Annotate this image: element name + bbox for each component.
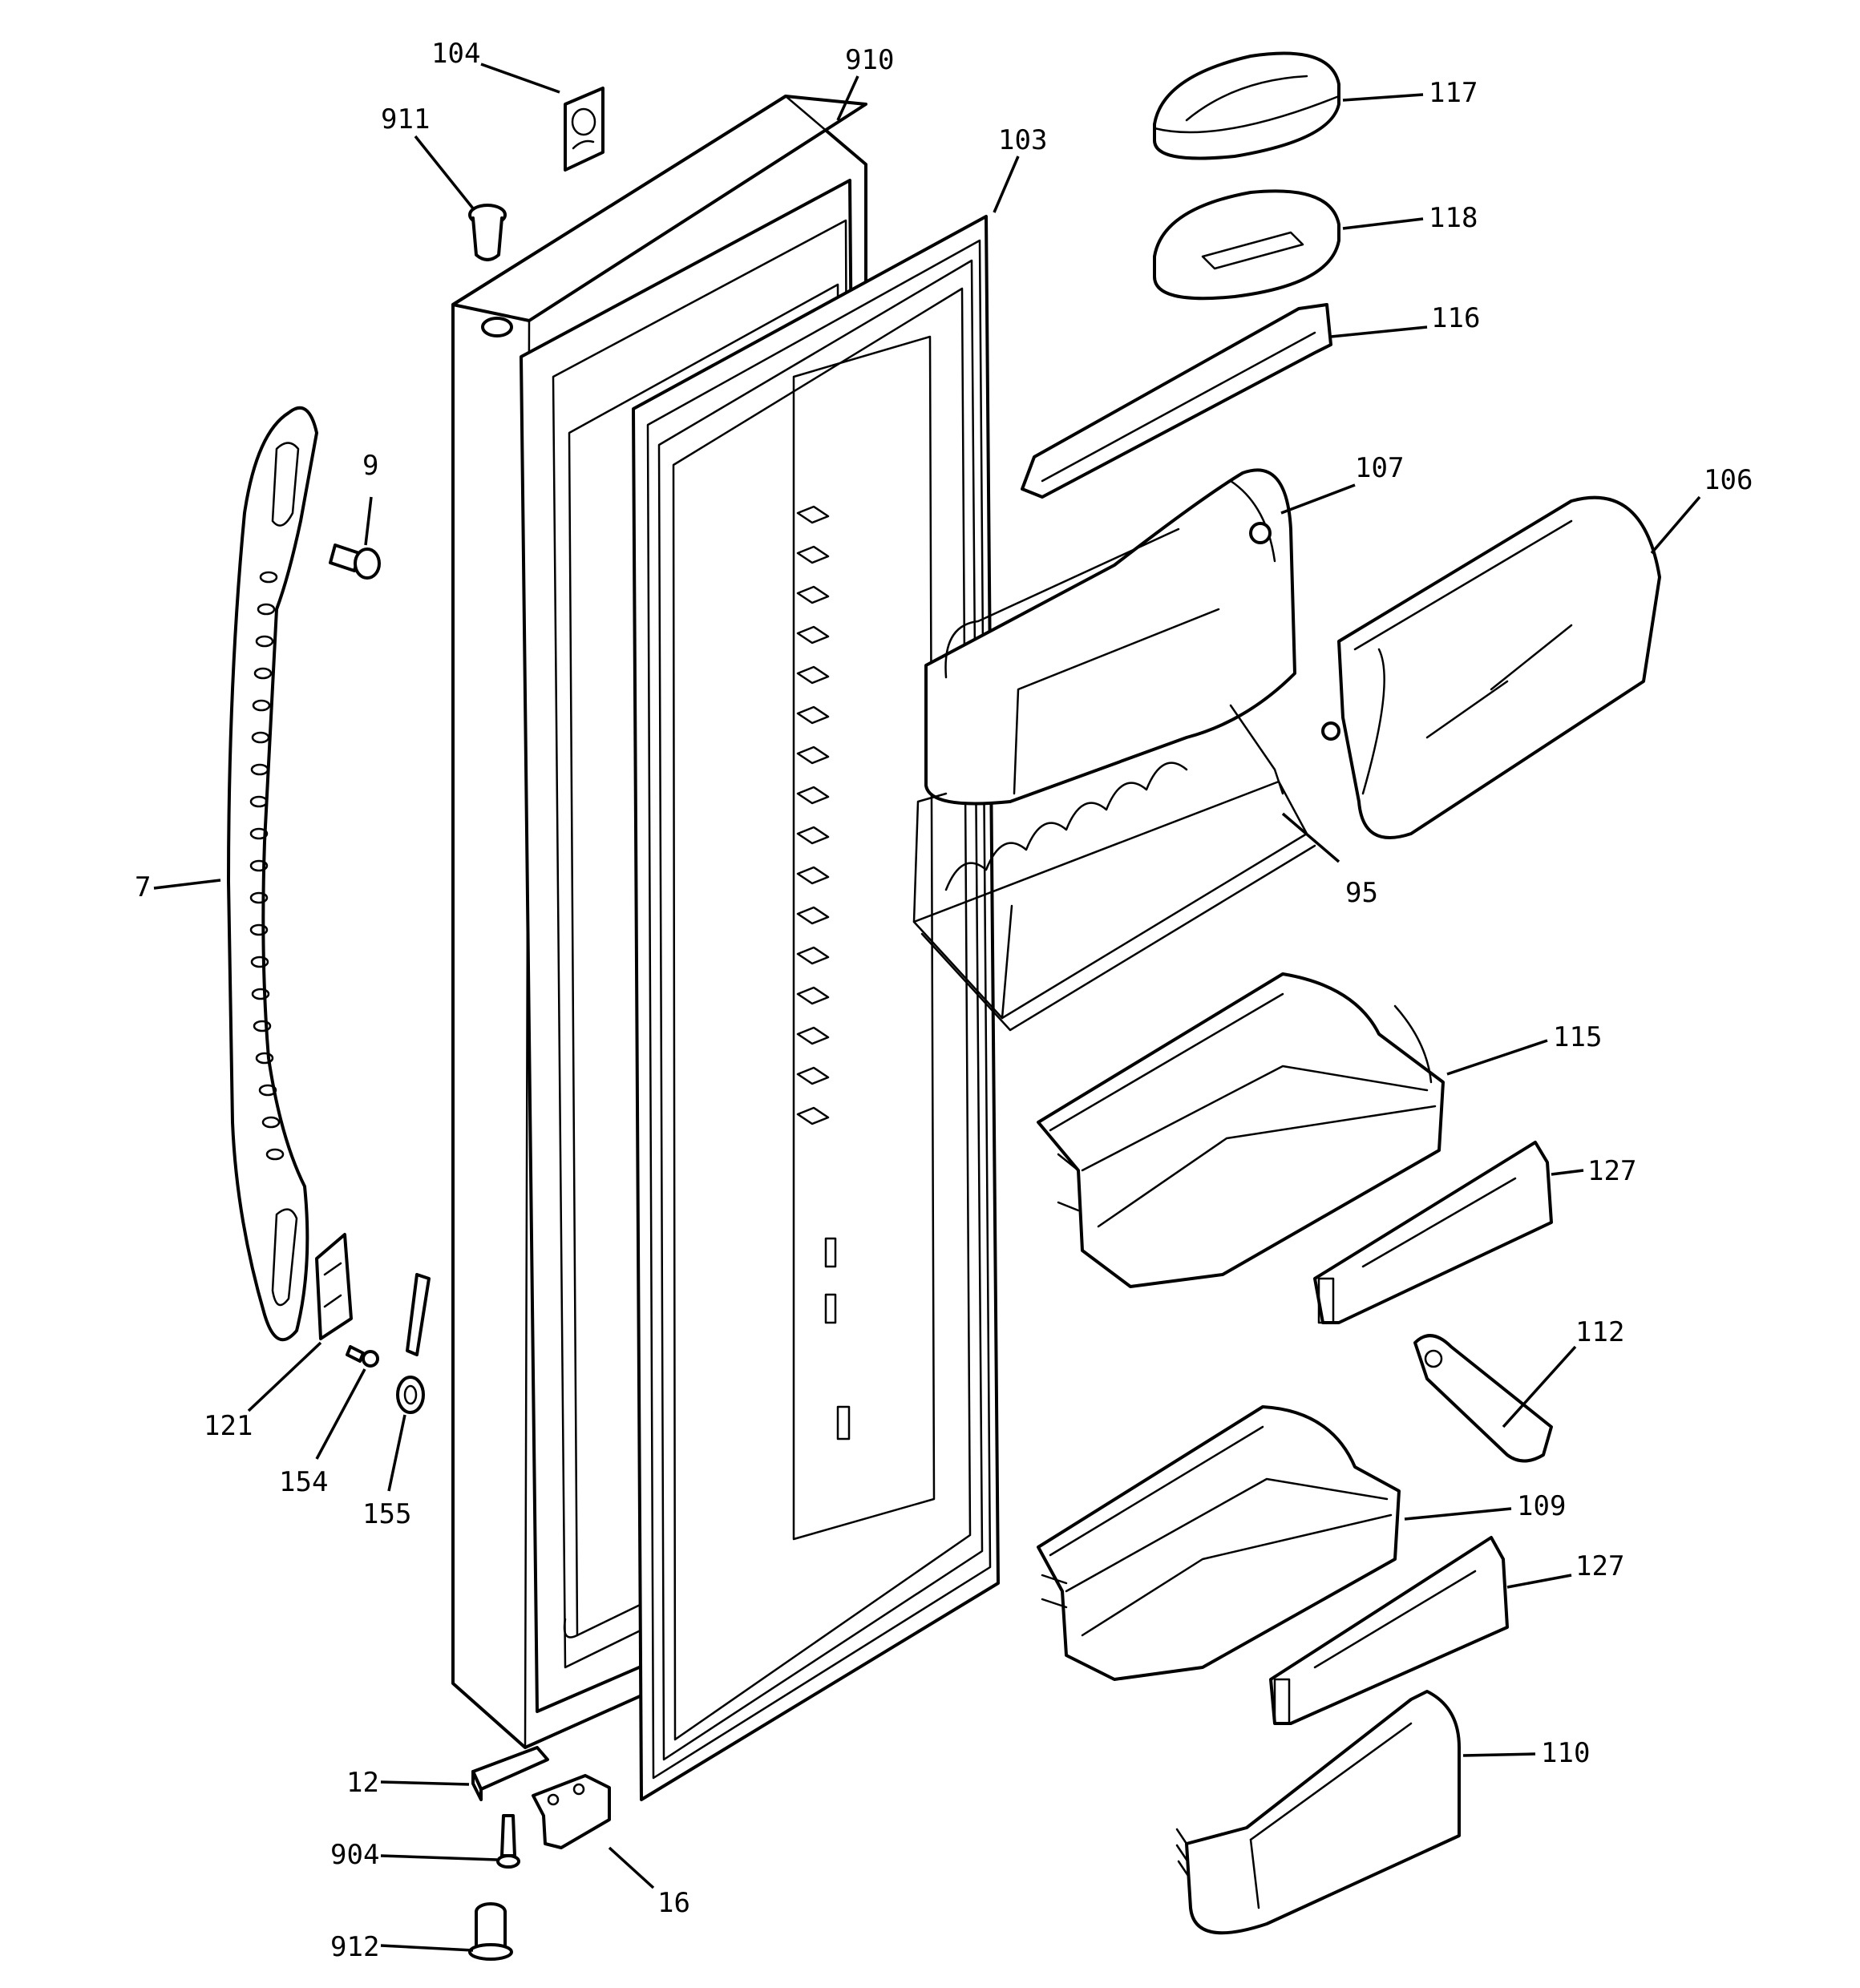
shelf-front-127-lower: [1269, 1536, 1509, 1725]
callout-12: 12: [346, 1767, 379, 1799]
callout-9: 9: [362, 450, 378, 482]
handle-7: [227, 406, 318, 1342]
trim-116: [1021, 303, 1332, 499]
callout-911: 911: [381, 103, 430, 135]
callout-labels: 104 910 911 103 117 118 116 9 107 106 7 …: [135, 38, 1753, 1963]
callout-110: 110: [1541, 1737, 1590, 1769]
callout-95: 95: [1345, 877, 1378, 909]
cover-118: [1153, 189, 1340, 301]
divider-112: [1413, 1334, 1553, 1463]
callout-107: 107: [1355, 452, 1404, 484]
callout-121: 121: [204, 1410, 253, 1442]
bushing-911: [468, 204, 507, 261]
callout-154: 154: [279, 1466, 328, 1498]
callout-117: 117: [1429, 77, 1478, 109]
screw-154: [346, 1345, 379, 1368]
screw-9: [329, 543, 381, 580]
hinge-16: [532, 1774, 611, 1849]
callout-118: 118: [1429, 202, 1478, 234]
callout-112: 112: [1575, 1316, 1624, 1348]
callout-912: 912: [330, 1931, 379, 1963]
callout-127-lower: 127: [1575, 1550, 1624, 1582]
callout-115: 115: [1553, 1021, 1602, 1053]
badge-104: [564, 87, 604, 172]
shelf-front-127-upper: [1313, 1141, 1553, 1324]
callout-103: 103: [998, 124, 1047, 156]
hinge-bracket-121: [315, 1233, 353, 1340]
bin-106: [1321, 495, 1661, 839]
cap-117: [1153, 51, 1340, 160]
bin-109: [1037, 1405, 1401, 1681]
bin-110: [1175, 1690, 1461, 1935]
callout-904: 904: [330, 1839, 379, 1871]
hinge-plate-12: [471, 1746, 549, 1801]
callout-7: 7: [135, 871, 151, 903]
callout-16: 16: [657, 1887, 690, 1919]
callout-910: 910: [845, 44, 894, 76]
bin-107: [924, 468, 1296, 806]
leader-lines: [153, 63, 1701, 1952]
pin-912: [468, 1902, 513, 1961]
callout-109: 109: [1517, 1490, 1566, 1522]
screw-904: [496, 1814, 520, 1869]
door-gasket: [632, 215, 1000, 1801]
hinge-pin-155: [396, 1273, 431, 1414]
callout-127-upper: 127: [1587, 1155, 1636, 1187]
callout-104: 104: [431, 38, 480, 70]
callout-116: 116: [1431, 302, 1480, 334]
callout-155: 155: [362, 1498, 411, 1530]
callout-106: 106: [1704, 464, 1753, 496]
bin-115: [1037, 972, 1445, 1288]
